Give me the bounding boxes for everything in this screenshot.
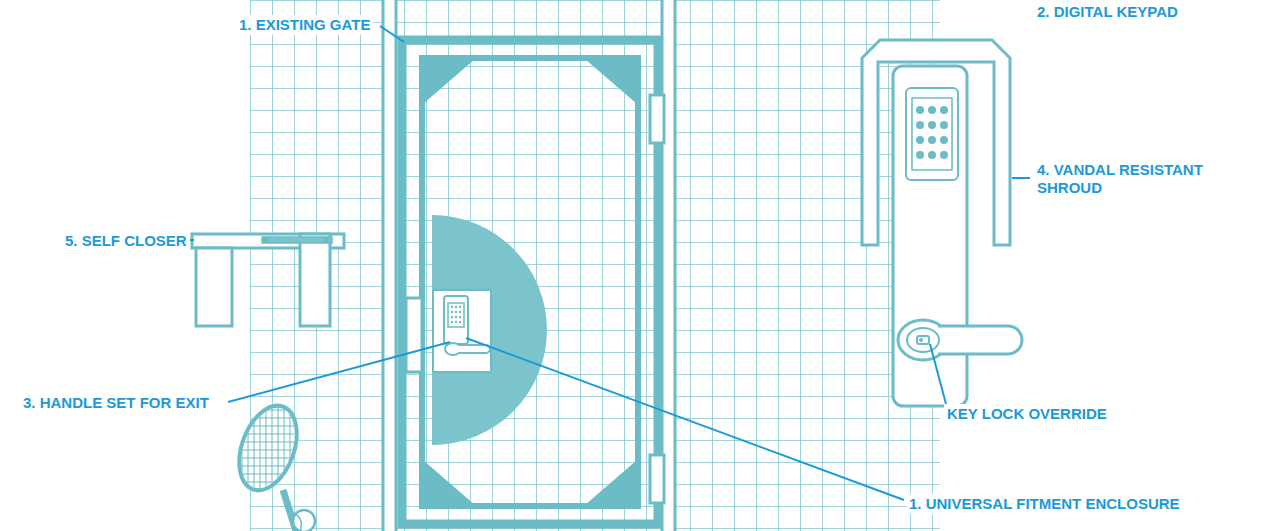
part-label: 5. SELF CLOSER (62, 231, 190, 251)
part-label: 2. DIGITAL KEYPAD (1034, 2, 1181, 22)
enclosure-halfdisc (432, 215, 547, 445)
self-closer (192, 234, 344, 326)
part-label: 4. VANDAL RESISTANT SHROUD (1034, 160, 1230, 198)
leader-lines (188, 26, 1030, 500)
gate-frame (402, 40, 658, 524)
gate-lock (433, 290, 491, 372)
fence-mesh (250, 0, 940, 531)
gate-hinges (650, 95, 664, 503)
gate-latch (406, 298, 422, 372)
part-label: KEY LOCK OVERRIDE (944, 404, 1110, 424)
part-label: 3. HANDLE SET FOR EXIT (20, 393, 212, 413)
part-label: 1. EXISTING GATE (236, 15, 373, 35)
keypad-buttons (916, 106, 948, 159)
lever-handle (898, 320, 1022, 360)
tennis-racket (229, 395, 315, 531)
part-label: 1. UNIVERSAL FITMENT ENCLOSURE (906, 494, 1183, 514)
gate-posts (383, 0, 675, 531)
